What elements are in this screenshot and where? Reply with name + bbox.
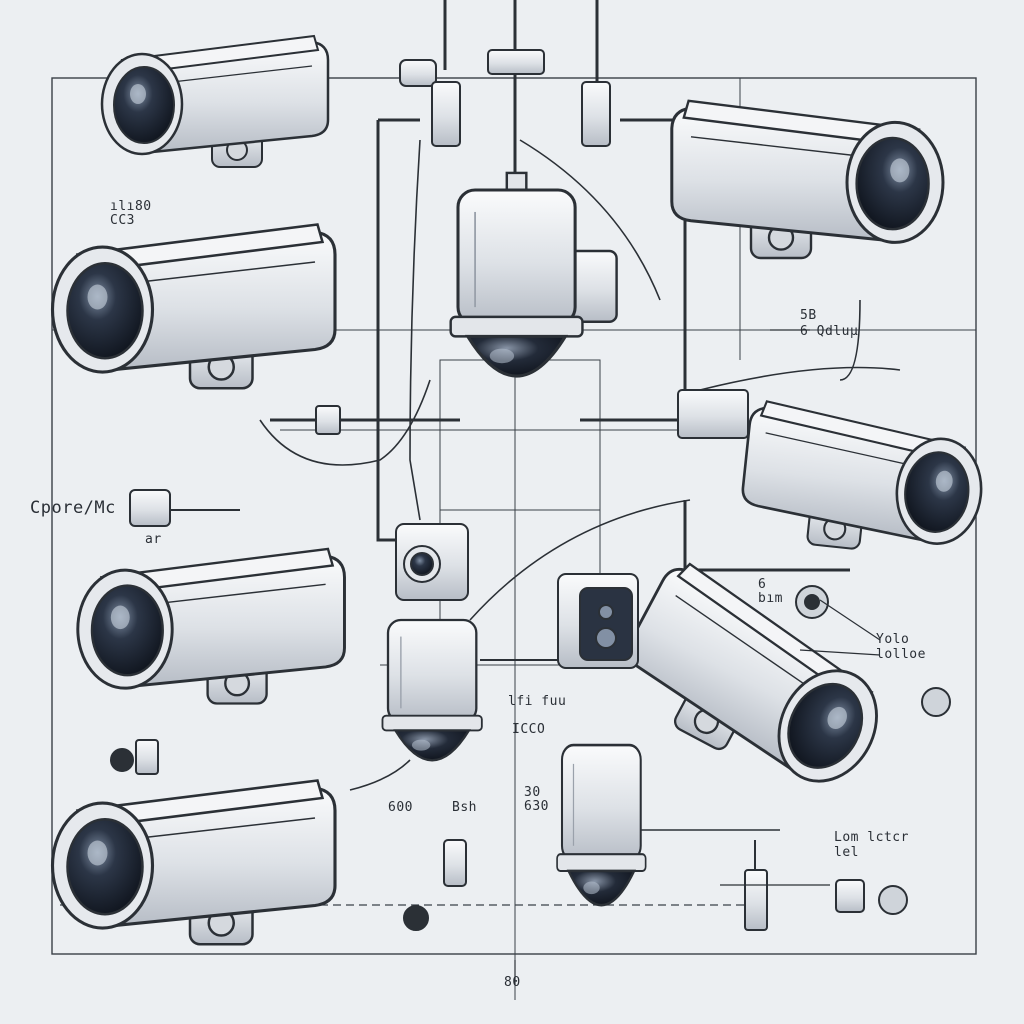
top-plug-right xyxy=(581,81,611,147)
junction-box-right xyxy=(677,389,749,439)
box-camera-center-left xyxy=(395,523,469,601)
label-leaders xyxy=(514,329,881,985)
top-plug-left xyxy=(431,81,461,147)
box-camera-center-right xyxy=(557,573,639,669)
label-bottom-a: 600 xyxy=(388,800,413,815)
junction-box-left xyxy=(315,405,341,435)
label-right-mid-b: Yolo lolloe xyxy=(876,632,926,662)
label-bottom-c: 30 630 xyxy=(524,785,549,814)
label-right-top: 5B 6 Qdluµ xyxy=(800,308,859,339)
right-bottom-plug xyxy=(835,879,865,913)
label-bottom-center: 80 xyxy=(504,975,521,990)
label-left-connector-sub: ar xyxy=(145,532,162,547)
bottom-plug xyxy=(443,839,467,887)
left-plug xyxy=(129,489,171,527)
top-connector-center xyxy=(487,49,545,75)
top-connector-left xyxy=(399,59,437,87)
label-center-b: ICCO xyxy=(512,722,546,737)
left-small-plug xyxy=(135,739,159,775)
label-bottom-b: Bsh xyxy=(452,800,477,815)
dome-camera-center-top xyxy=(449,171,618,378)
label-center-a: lfi fuu xyxy=(508,694,567,709)
connectors xyxy=(110,49,951,931)
label-top-left: ılı80 CC3 xyxy=(110,199,152,228)
label-left-connector: Cpore/Mc xyxy=(30,498,116,518)
label-right-mid-a: 6 bım xyxy=(758,577,783,606)
label-right-bottom: Lom lctcr lel xyxy=(834,830,909,860)
